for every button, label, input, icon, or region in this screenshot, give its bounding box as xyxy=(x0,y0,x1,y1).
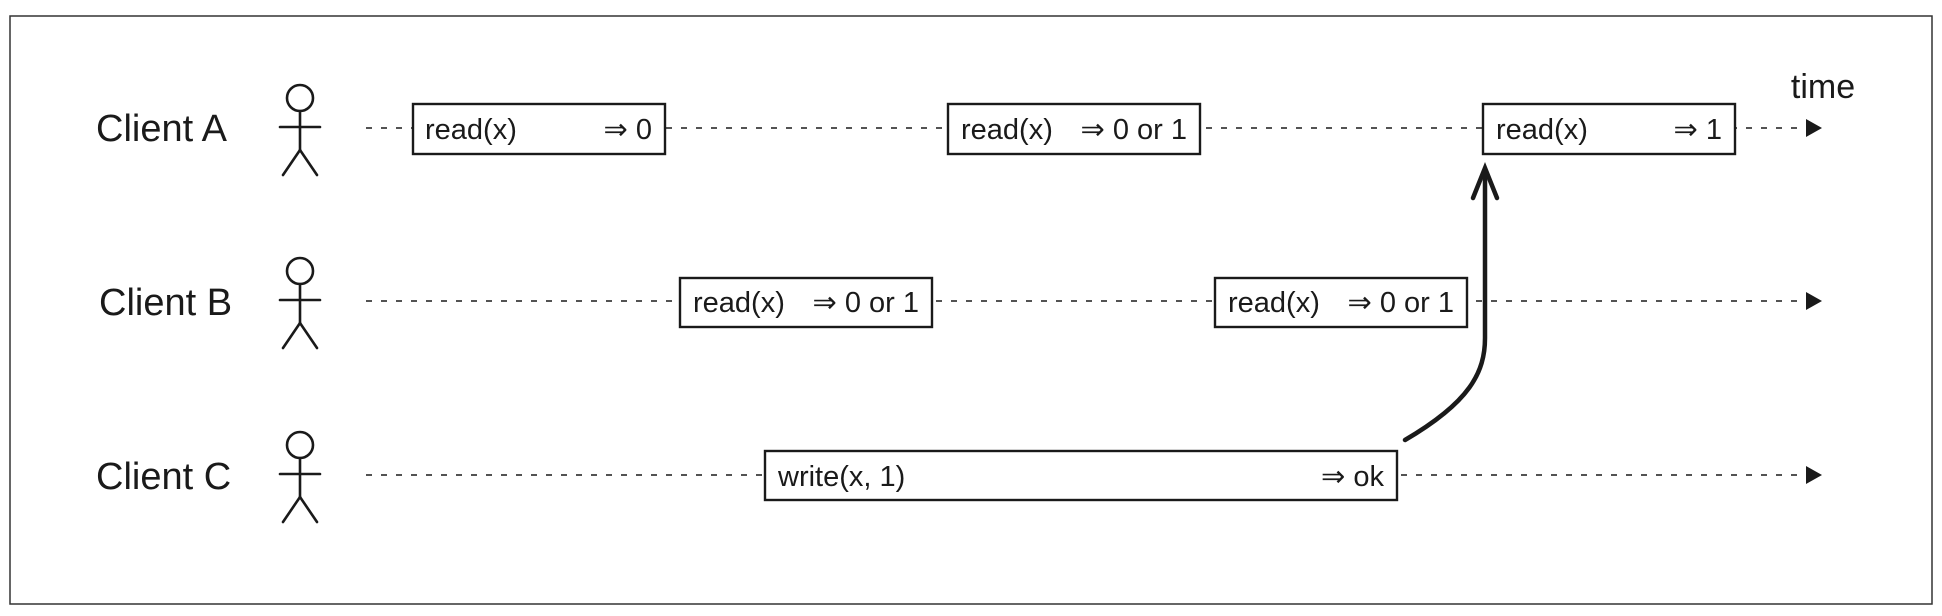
operation-result: ⇒ 0 or 1 xyxy=(1080,114,1187,146)
arrow-right-icon xyxy=(1806,292,1822,310)
stick-figure-icon xyxy=(278,256,322,350)
client-c-label: Client C xyxy=(96,456,231,498)
arrow-right-icon xyxy=(1806,466,1822,484)
stick-figure-icon xyxy=(278,83,322,177)
client-b-row: Client B read(x) ⇒ 0 or 1 read(x) ⇒ 0 or… xyxy=(99,256,1822,350)
operation-label: read(x) xyxy=(425,114,517,146)
client-c-row: Client C write(x, 1) ⇒ ok xyxy=(96,430,1822,524)
operation-result: ⇒ 0 or 1 xyxy=(1347,287,1454,319)
arrow-right-icon xyxy=(1806,119,1822,137)
operation-result: ⇒ 0 xyxy=(604,114,652,146)
causal-arrow-icon xyxy=(1402,161,1500,443)
operation-box: read(x) ⇒ 0 xyxy=(411,102,667,156)
time-label: time xyxy=(1791,68,1855,106)
operation-box: read(x) ⇒ 0 or 1 xyxy=(678,276,934,329)
operation-box: read(x) ⇒ 1 xyxy=(1481,102,1737,156)
operation-result: ⇒ 0 or 1 xyxy=(812,287,919,319)
operation-label: write(x, 1) xyxy=(777,461,905,493)
operation-box: write(x, 1) ⇒ ok xyxy=(763,449,1399,502)
operation-label: read(x) xyxy=(1496,114,1588,146)
client-a-label: Client A xyxy=(96,108,228,150)
operation-label: read(x) xyxy=(961,114,1053,146)
operation-box: read(x) ⇒ 0 or 1 xyxy=(1213,276,1469,329)
client-a-row: Client A read(x) ⇒ 0 read(x) ⇒ 0 or 1 re… xyxy=(96,83,1822,177)
client-b-label: Client B xyxy=(99,282,232,324)
operation-label: read(x) xyxy=(1228,287,1320,319)
stick-figure-icon xyxy=(278,430,322,524)
operation-label: read(x) xyxy=(693,287,785,319)
diagram-frame xyxy=(9,15,1933,605)
operation-result: ⇒ 1 xyxy=(1674,114,1722,146)
operation-box: read(x) ⇒ 0 or 1 xyxy=(946,102,1202,156)
operation-result: ⇒ ok xyxy=(1321,461,1384,493)
